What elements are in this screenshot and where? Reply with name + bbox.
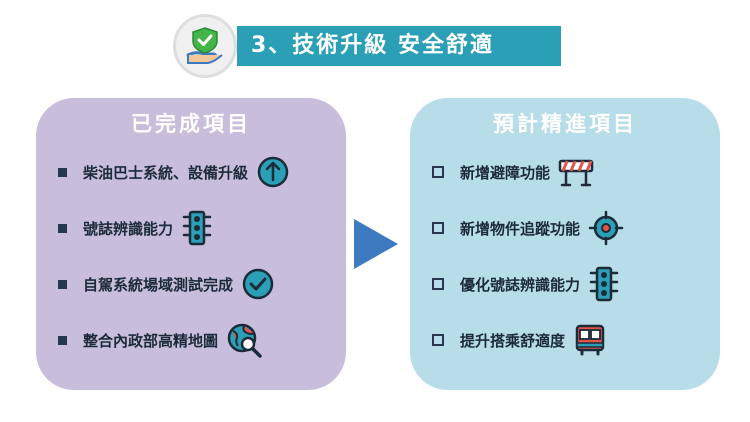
target-crosshair-icon xyxy=(588,210,624,246)
hollow-square-bullet xyxy=(432,278,444,290)
hollow-square-bullet xyxy=(432,166,444,178)
completed-item: 號誌辨識能力 xyxy=(58,210,213,246)
square-bullet xyxy=(58,223,67,233)
completed-panel-title: 已完成項目 xyxy=(131,112,251,136)
planned-item: 新增避障功能 xyxy=(432,154,594,190)
completed-item-label: 號誌辨識能力 xyxy=(83,219,174,238)
arrow-up-circle-icon xyxy=(256,155,290,189)
planned-item-label: 新增物件追蹤功能 xyxy=(460,219,581,238)
completed-item-label: 整合內政部高精地圖 xyxy=(83,331,219,350)
planned-item-label: 提升搭乘舒適度 xyxy=(460,331,566,350)
planned-panel: 預計精進項目 新增避障功能 新增物件追蹤功能 優化號誌辨識能力 xyxy=(410,98,720,390)
square-bullet xyxy=(58,335,67,345)
completed-item: 柴油巴士系統、設備升級 xyxy=(58,154,290,190)
planned-item: 優化號誌辨識能力 xyxy=(432,266,620,302)
header-title: 3、技術升級 安全舒適 xyxy=(251,33,494,58)
traffic-light-icon xyxy=(588,266,620,302)
flow-arrow xyxy=(354,219,398,269)
planned-panel-title: 預計精進項目 xyxy=(493,112,637,136)
completed-item-label: 柴油巴士系統、設備升級 xyxy=(83,163,249,182)
square-bullet xyxy=(58,279,67,289)
hollow-square-bullet xyxy=(432,222,444,234)
planned-item-label: 新增避障功能 xyxy=(460,163,551,182)
bus-icon xyxy=(573,323,607,357)
globe-search-icon xyxy=(226,322,264,358)
header-bar: 3、技術升級 安全舒適 xyxy=(237,26,561,66)
traffic-light-icon xyxy=(181,210,213,246)
completed-item: 自駕系統場域測試完成 xyxy=(58,266,275,302)
completed-item: 整合內政部高精地圖 xyxy=(58,322,264,358)
shield-hand-icon xyxy=(173,14,237,78)
planned-item: 新增物件追蹤功能 xyxy=(432,210,624,246)
road-barrier-icon xyxy=(558,156,594,188)
planned-item: 提升搭乘舒適度 xyxy=(432,322,607,358)
planned-item-label: 優化號誌辨識能力 xyxy=(460,275,581,294)
completed-panel: 已完成項目 柴油巴士系統、設備升級 號誌辨識能力 自駕系統場域測試完成 xyxy=(36,98,346,390)
completed-item-label: 自駕系統場域測試完成 xyxy=(83,275,234,294)
square-bullet xyxy=(58,167,67,177)
hollow-square-bullet xyxy=(432,334,444,346)
check-circle-icon xyxy=(241,267,275,301)
